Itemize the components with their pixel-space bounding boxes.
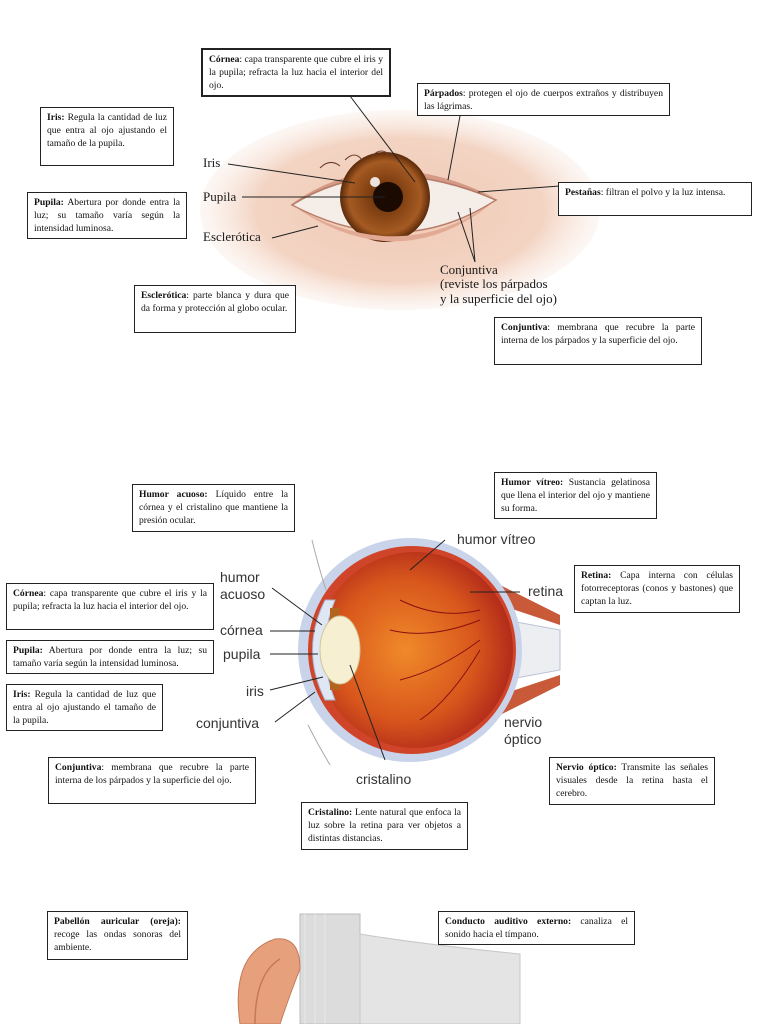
box-parpados-ext: Párpados: protegen el ojo de cuerpos ext… [417, 83, 670, 116]
ear-bone-right [360, 934, 520, 1024]
box-cornea-sec: Córnea: capa transparente que cubre el i… [6, 583, 214, 630]
box-nervio-sec: Nervio óptico: Transmite las señales vis… [549, 757, 715, 805]
lens-shape [320, 616, 360, 684]
term: Cristalino: [308, 807, 352, 818]
label-conjuntiva-sec: conjuntiva [196, 715, 259, 732]
label-humor-vitreo: humor vítreo [457, 531, 536, 548]
box-conjuntiva-ext: Conjuntiva: membrana que recubre la part… [494, 317, 702, 365]
term: Iris: [13, 689, 31, 700]
term: Córnea [13, 588, 43, 599]
ear-canal-bone [300, 914, 360, 1024]
label-humor-acuoso: humor acuoso [220, 569, 265, 603]
humor-acuoso-line2: acuoso [220, 586, 265, 603]
box-retina-sec: Retina: Capa interna con células fotorre… [574, 565, 740, 613]
term: Conjuntiva [55, 762, 101, 773]
label-iris-ext: Iris [203, 155, 220, 171]
box-pestanas-ext: Pestañas: filtran el polvo y la luz inte… [558, 182, 752, 216]
term: Pestañas [565, 187, 601, 198]
term: Párpados [424, 88, 463, 99]
term: Iris: [47, 112, 65, 123]
box-cristalino-sec: Cristalino: Lente natural que enfoca la … [301, 802, 468, 850]
label-pupila-sec: pupila [223, 646, 260, 663]
box-humor-vitreo: Humor vítreo: Sustancia gelatinosa que l… [494, 472, 657, 519]
label-conjuntiva-ext: Conjuntiva (reviste los párpados y la su… [440, 263, 557, 306]
desc: : capa transparente que cubre el iris y … [13, 588, 207, 612]
nervio-line1: nervio [504, 714, 542, 731]
box-conducto: Conducto auditivo externo: canaliza el s… [438, 911, 635, 945]
term: Conducto auditivo externo: [445, 916, 571, 927]
box-cornea-ext: Córnea: capa transparente que cubre el i… [201, 48, 391, 97]
label-nervio-sec: nervio óptico [504, 714, 542, 748]
pinna-shape [238, 939, 300, 1024]
label-iris-sec: iris [246, 683, 264, 700]
term: Pupila: [13, 645, 43, 656]
box-iris-sec: Iris: Regula la cantidad de luz que entr… [6, 684, 163, 731]
desc: Abertura por donde entra la luz; su tama… [13, 645, 207, 669]
conjuntiva-line2: (reviste los párpados [440, 277, 557, 291]
label-esclerotica-ext: Esclerótica [203, 229, 261, 245]
humor-acuoso-line1: humor [220, 569, 265, 586]
term: Retina: [581, 570, 611, 581]
term: Nervio óptico: [556, 762, 617, 773]
box-iris-ext: Iris: Regula la cantidad de luz que entr… [40, 107, 174, 166]
label-cristalino-sec: cristalino [356, 771, 411, 788]
term: Córnea [209, 54, 239, 65]
box-esclerotica-ext: Esclerótica: parte blanca y dura que da … [134, 285, 296, 333]
desc: Regula la cantidad de luz que entra al o… [13, 689, 156, 726]
box-pupila-sec: Pupila: Abertura por donde entra la luz;… [6, 640, 214, 674]
desc: Regula la cantidad de luz que entra al o… [47, 112, 167, 149]
term: Pabellón auricular (oreja): [54, 916, 181, 927]
desc: : filtran el polvo y la luz intensa. [601, 187, 726, 198]
term: Pupila: [34, 197, 64, 208]
conjuntiva-line3: y la superficie del ojo) [440, 292, 557, 306]
term: Humor acuoso: [139, 489, 208, 500]
box-pupila-ext: Pupila: Abertura por donde entra la luz;… [27, 192, 187, 239]
desc: recoge las ondas sonoras del ambiente. [54, 929, 181, 953]
nervio-line2: óptico [504, 731, 542, 748]
box-conjuntiva-sec: Conjuntiva: membrana que recubre la part… [48, 757, 256, 804]
box-pabellon: Pabellón auricular (oreja): recoge las o… [47, 911, 188, 960]
box-humor-acuoso: Humor acuoso: Líquido entre la córnea y … [132, 484, 295, 532]
term: Esclerótica [141, 290, 186, 301]
conjuntiva-line1: Conjuntiva [440, 263, 557, 277]
label-retina-sec: retina [528, 583, 563, 600]
label-cornea-sec: córnea [220, 622, 263, 639]
term: Humor vítreo: [501, 477, 563, 488]
term: Conjuntiva [501, 322, 547, 333]
label-pupila-ext: Pupila [203, 189, 236, 205]
